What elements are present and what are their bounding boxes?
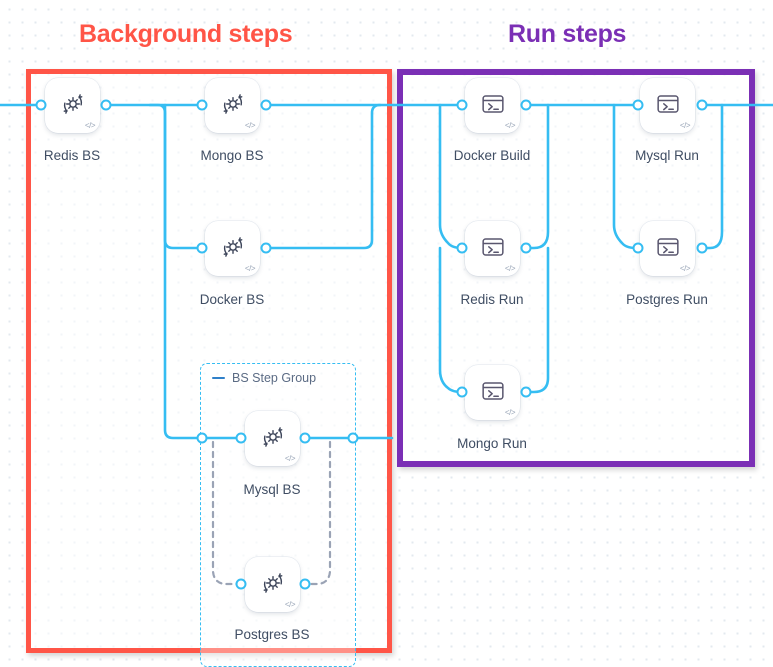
port-mongo-run-in[interactable] (456, 386, 468, 398)
node-mysql-run[interactable]: </> (640, 78, 695, 133)
code-badge: </> (244, 264, 256, 273)
node-label-mysql-bs: Mysql BS (243, 482, 301, 497)
section-title-run: Run steps (508, 20, 627, 48)
port-redis-run-in[interactable] (456, 242, 468, 254)
port-mysql-run-out[interactable] (696, 99, 708, 111)
port-docker-build-in[interactable] (456, 99, 468, 111)
port-mongo-bs-out[interactable] (260, 99, 272, 111)
section-frame-run (397, 69, 755, 467)
port-step-group-out[interactable] (347, 432, 359, 444)
terminal-icon (481, 95, 504, 113)
port-docker-bs-out[interactable] (260, 242, 272, 254)
node-label-mongo-run: Mongo Run (457, 436, 527, 451)
port-postgres-bs-out[interactable] (299, 578, 311, 590)
code-badge: </> (504, 264, 516, 273)
port-docker-build-out[interactable] (520, 99, 532, 111)
service-gear-icon (223, 94, 242, 114)
port-postgres-run-in[interactable] (632, 242, 644, 254)
port-mysql-bs-in[interactable] (235, 432, 247, 444)
node-postgres-run[interactable]: </> (640, 221, 695, 276)
step-group-header[interactable]: BS Step Group (212, 371, 316, 385)
node-mysql-bs[interactable]: </> (245, 411, 300, 466)
node-label-docker-build: Docker Build (453, 148, 531, 163)
code-badge: </> (284, 600, 296, 609)
terminal-icon (656, 95, 679, 113)
port-postgres-bs-in[interactable] (235, 578, 247, 590)
minus-icon[interactable] (212, 376, 225, 380)
node-label-mysql-run: Mysql Run (635, 148, 699, 163)
service-gear-icon (263, 573, 282, 593)
step-group-label: BS Step Group (232, 371, 317, 385)
code-badge: </> (244, 121, 256, 130)
node-docker-bs[interactable]: </> (205, 221, 260, 276)
port-mysql-bs-out[interactable] (299, 432, 311, 444)
node-label-mongo-bs: Mongo BS (200, 148, 264, 163)
node-redis-bs[interactable]: </> (45, 78, 100, 133)
code-badge: </> (84, 121, 96, 130)
node-label-docker-bs: Docker BS (199, 292, 265, 307)
service-gear-icon (263, 427, 282, 447)
node-label-redis-run: Redis Run (460, 292, 524, 307)
node-label-postgres-bs: Postgres BS (234, 627, 310, 642)
terminal-icon (656, 238, 679, 256)
service-gear-icon (223, 237, 242, 257)
node-label-postgres-run: Postgres Run (626, 292, 708, 307)
port-docker-bs-in[interactable] (196, 242, 208, 254)
code-badge: </> (504, 121, 516, 130)
code-badge: </> (679, 121, 691, 130)
port-step-group-in[interactable] (196, 432, 208, 444)
port-mongo-bs-in[interactable] (196, 99, 208, 111)
node-mongo-bs[interactable]: </> (205, 78, 260, 133)
node-label-redis-bs: Redis BS (43, 148, 101, 163)
port-mysql-run-in[interactable] (632, 99, 644, 111)
terminal-icon (481, 238, 504, 256)
node-redis-run[interactable]: </> (465, 221, 520, 276)
section-title-background: Background steps (79, 20, 293, 48)
port-redis-bs-out[interactable] (100, 99, 112, 111)
service-gear-icon (63, 94, 82, 114)
terminal-icon (481, 382, 504, 400)
code-badge: </> (679, 264, 691, 273)
port-redis-bs-in[interactable] (35, 99, 47, 111)
node-postgres-bs[interactable]: </> (245, 557, 300, 612)
code-badge: </> (284, 454, 296, 463)
port-mongo-run-out[interactable] (520, 386, 532, 398)
port-redis-run-out[interactable] (520, 242, 532, 254)
port-postgres-run-out[interactable] (696, 242, 708, 254)
code-badge: </> (504, 408, 516, 417)
node-mongo-run[interactable]: </> (465, 365, 520, 420)
node-docker-build[interactable]: </> (465, 78, 520, 133)
